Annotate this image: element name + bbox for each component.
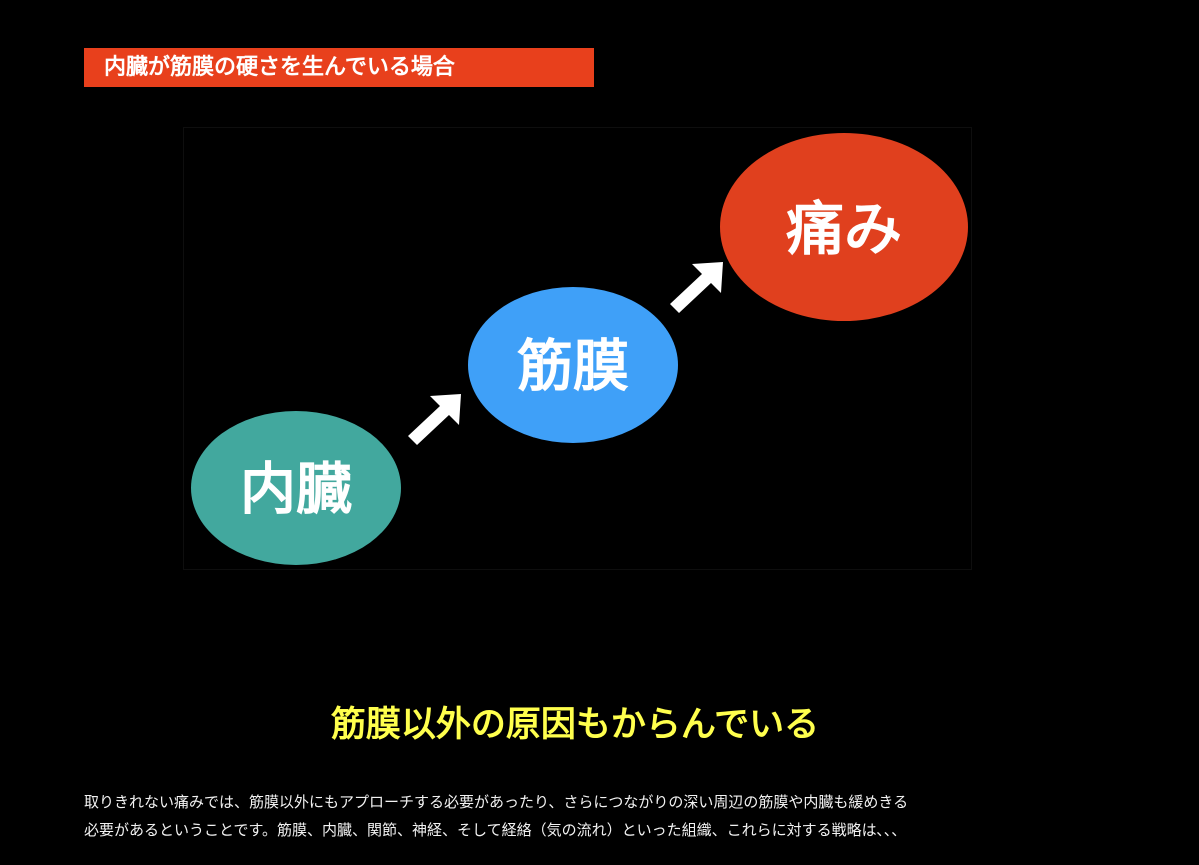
arrow-icon [670,262,723,313]
section-title-banner: 内臓が筋膜の硬さを生んでいる場合 [84,48,594,87]
arrow-icon [408,394,461,445]
body-line: 取りきれない痛みでは、筋膜以外にもアプローチする必要があったり、さらにつながりの… [84,793,909,811]
node-label: 痛み [786,195,902,263]
node-label: 筋膜 [517,335,629,400]
node-fascia: 筋膜 [468,287,678,443]
node-label: 内臓 [240,458,352,523]
body-line: 必要があるということです。筋膜、内臓、関節、神経、そして経絡（気の流れ）といった… [84,821,900,839]
node-viscera: 内臓 [191,411,401,565]
subheading: 筋膜以外の原因もからんでいる [330,705,820,745]
flow-diagram: 内臓 筋膜 痛み [183,127,972,570]
body-paragraph: 取りきれない痛みでは、筋膜以外にもアプローチする必要があったり、さらにつながりの… [84,788,1134,844]
node-pain: 痛み [720,133,968,321]
